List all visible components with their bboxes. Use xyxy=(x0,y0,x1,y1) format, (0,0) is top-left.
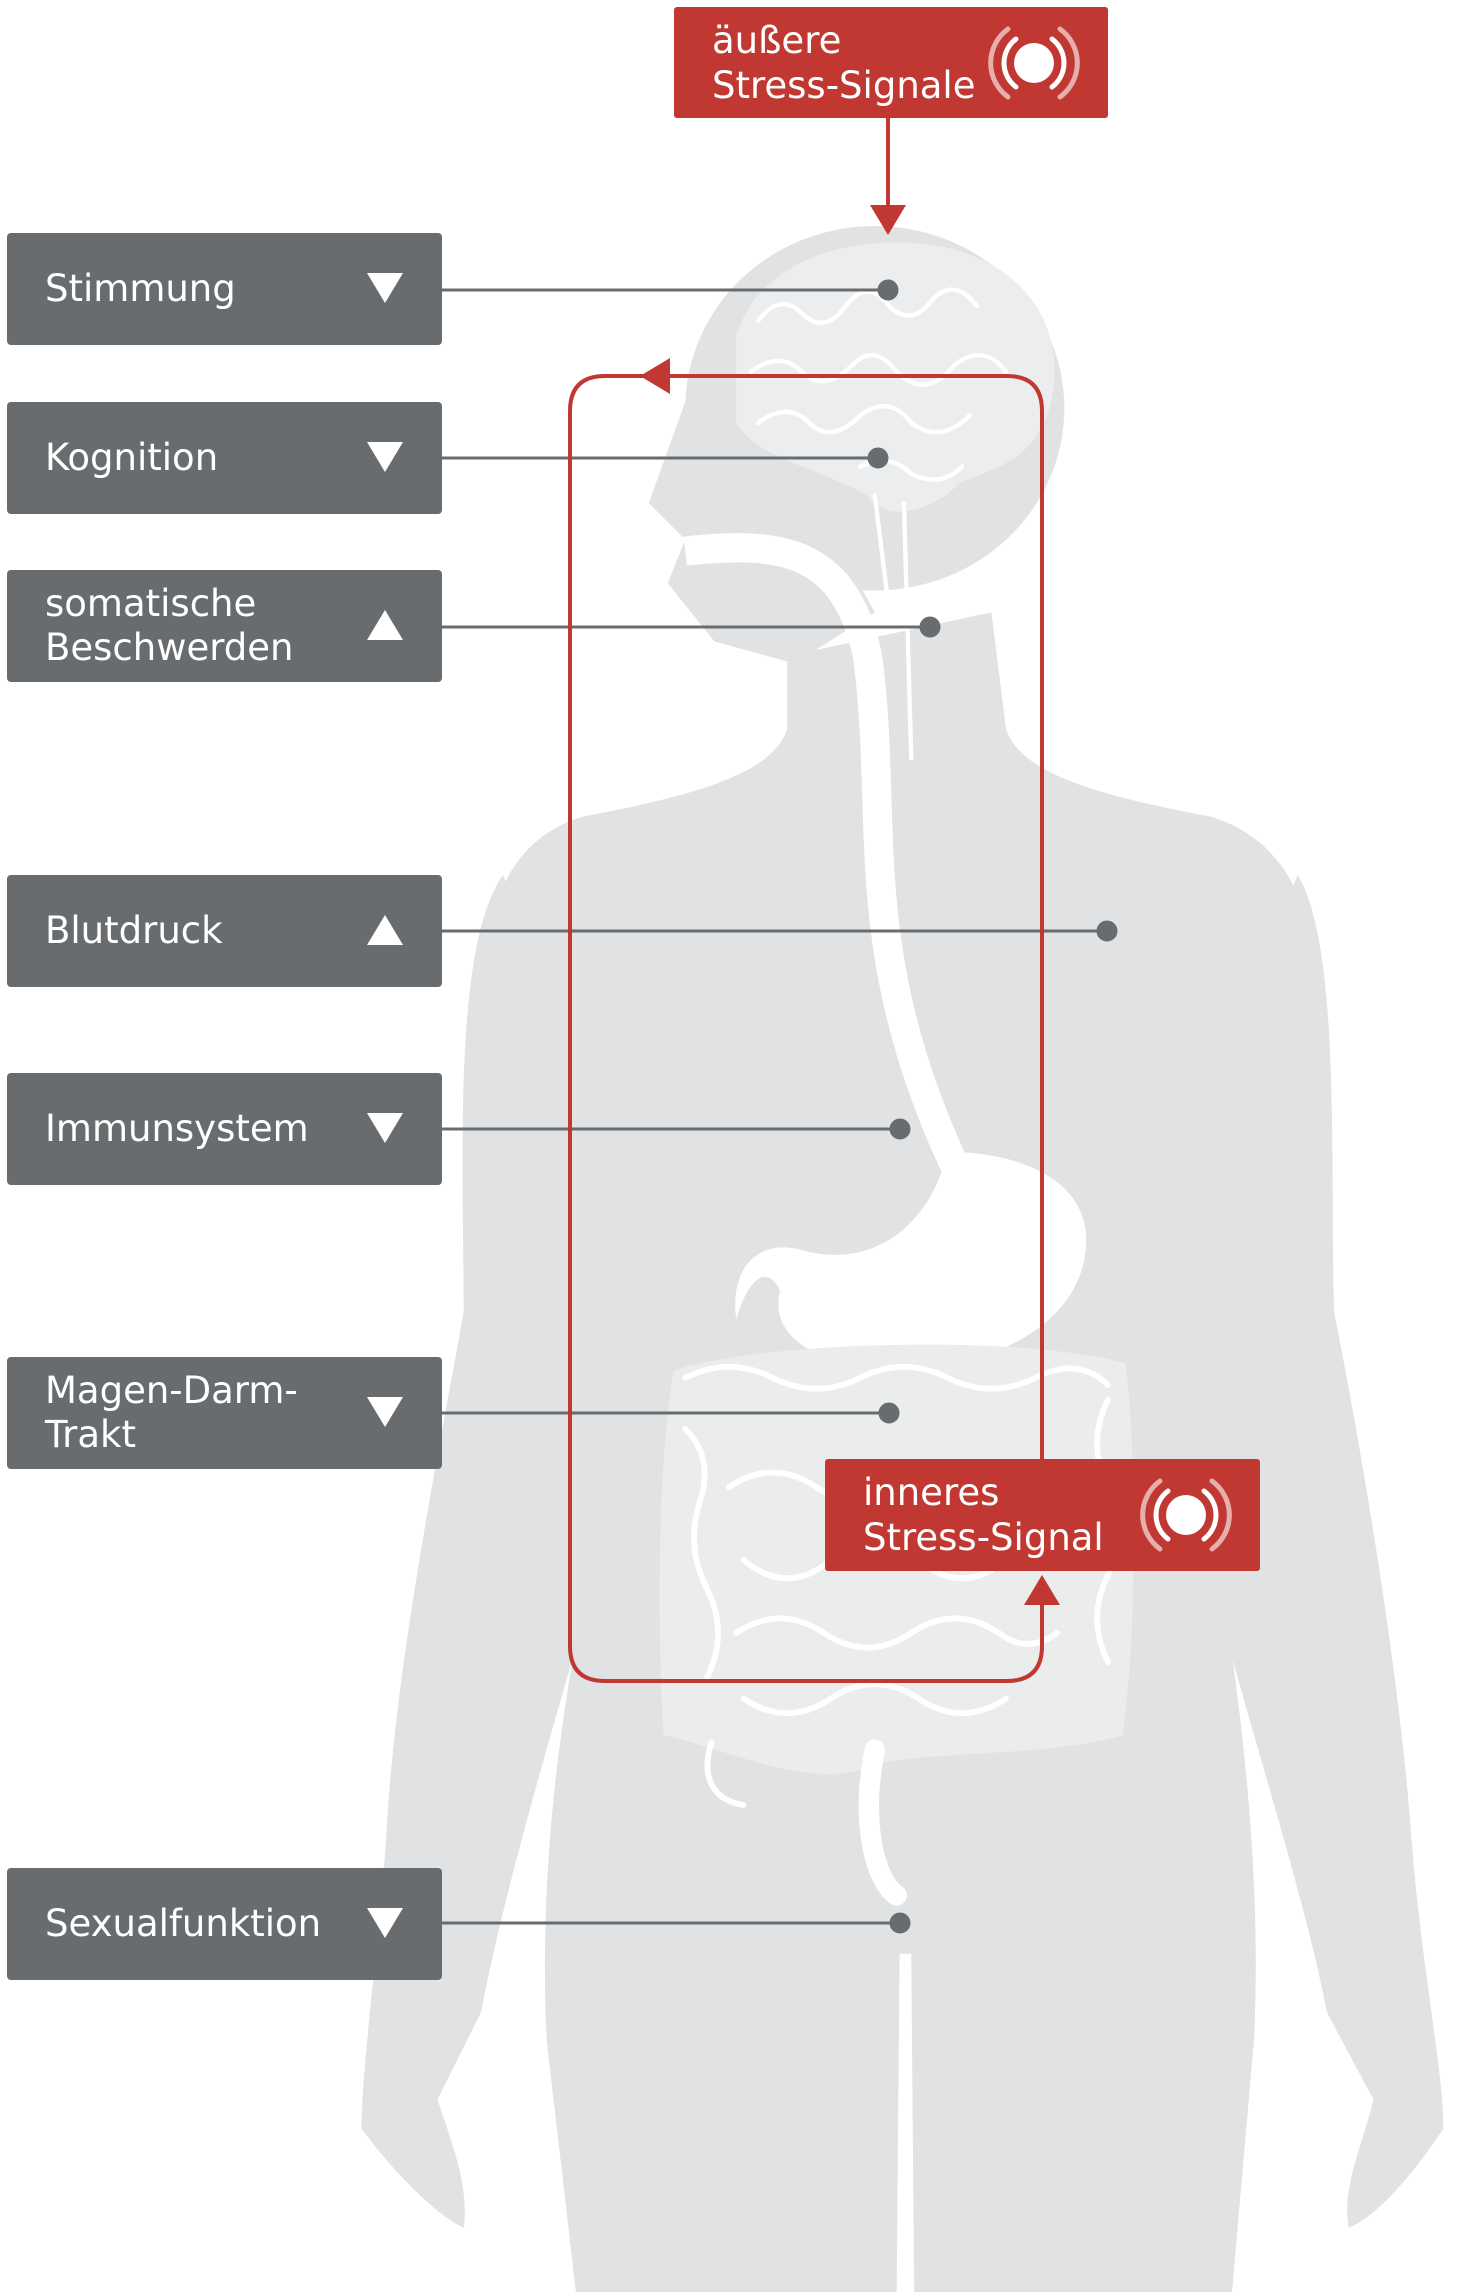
marker-dot-immunsystem xyxy=(889,1118,911,1140)
marker-dot-stimmung xyxy=(877,279,899,301)
symptom-label: Immunsystem xyxy=(45,1107,309,1150)
triangle-down-icon xyxy=(367,1908,403,1938)
triangle-up-icon xyxy=(367,610,403,640)
marker-dot-magen-darm xyxy=(878,1402,900,1424)
symptom-label: somatische Beschwerden xyxy=(45,582,294,669)
signal-broadcast-icon xyxy=(1140,1478,1232,1552)
stress-loop xyxy=(568,118,1044,1683)
symptom-sexualfunktion[interactable]: Sexualfunktion xyxy=(7,1868,442,1980)
signal-broadcast-icon xyxy=(988,26,1080,99)
triangle-down-icon xyxy=(367,1113,403,1143)
triangle-down-icon xyxy=(367,273,403,303)
marker-dot-kognition xyxy=(867,447,889,469)
symptom-magen-darm-trakt[interactable]: Magen-Darm- Trakt xyxy=(7,1357,442,1469)
triangle-up-icon xyxy=(367,915,403,945)
symptom-label: Kognition xyxy=(45,436,219,479)
marker-dot-blutdruck xyxy=(1096,920,1118,942)
symptom-blutdruck[interactable]: Blutdruck xyxy=(7,875,442,987)
arrow-left-icon xyxy=(640,358,670,394)
arrow-down-icon xyxy=(870,205,906,235)
symptom-somatische-beschwerden[interactable]: somatische Beschwerden xyxy=(7,570,442,682)
symptom-stimmung[interactable]: Stimmung xyxy=(7,233,442,345)
symptom-label: Blutdruck xyxy=(45,909,223,952)
triangle-down-icon xyxy=(367,442,403,472)
external-signal-label: äußere Stress-Signale xyxy=(712,18,976,107)
symptom-label: Magen-Darm- Trakt xyxy=(45,1369,298,1456)
symptom-immunsystem[interactable]: Immunsystem xyxy=(7,1073,442,1185)
marker-dot-sexualfunktion xyxy=(889,1912,911,1934)
connectors xyxy=(442,279,1118,1934)
symptom-label: Stimmung xyxy=(45,267,236,310)
symptom-label: Sexualfunktion xyxy=(45,1902,322,1945)
triangle-down-icon xyxy=(367,1397,403,1427)
symptom-kognition[interactable]: Kognition xyxy=(7,402,442,514)
internal-signal-label: inneres Stress-Signal xyxy=(863,1471,1104,1559)
external-stress-signal-box: äußere Stress-Signale xyxy=(674,7,1108,118)
internal-stress-signal-box: inneres Stress-Signal xyxy=(825,1459,1260,1571)
arrow-up-icon xyxy=(1024,1575,1060,1605)
marker-dot-somatische xyxy=(919,616,941,638)
